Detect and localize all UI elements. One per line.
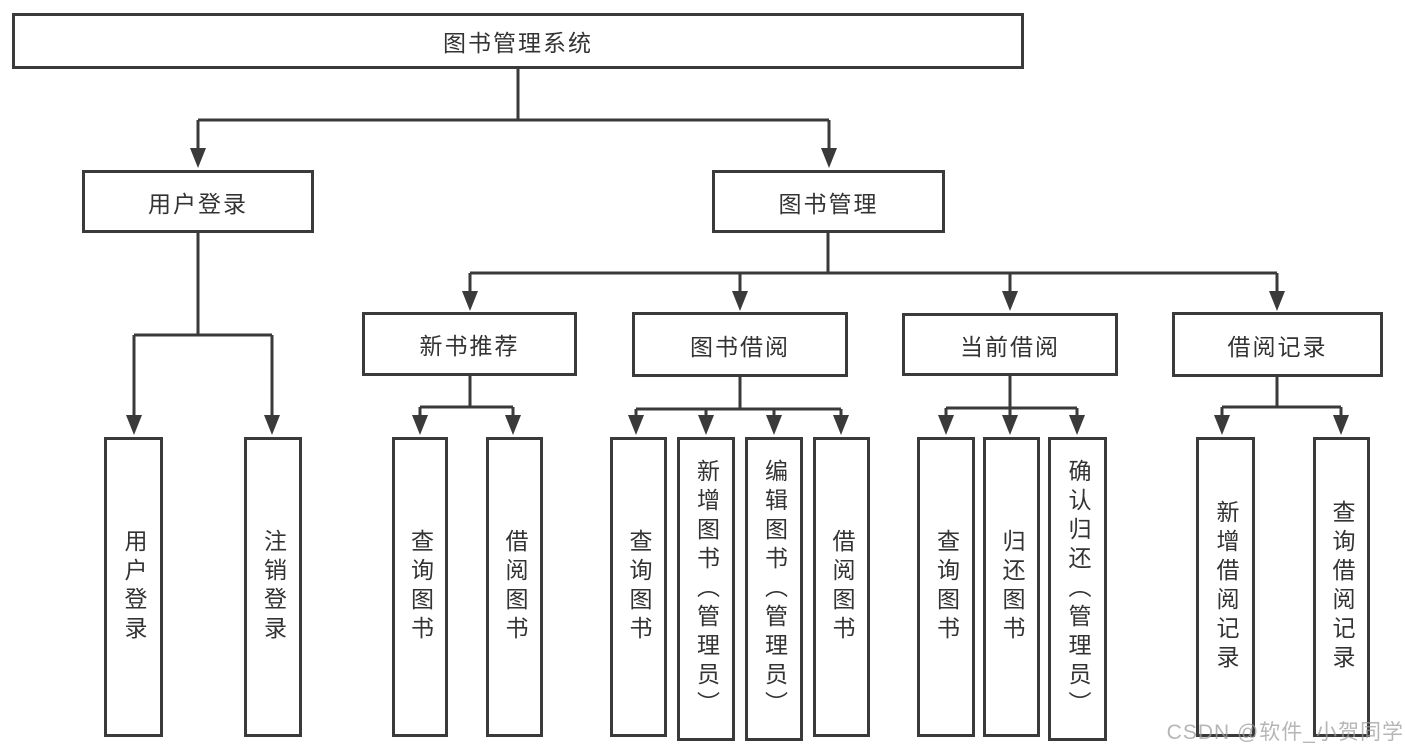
- arrow-down-icon: [1002, 415, 1018, 435]
- connector-user-login-to-leaves: [132, 233, 274, 417]
- arrow-down-icon: [1269, 291, 1285, 311]
- connector-book-borrow-to-leaves: [634, 377, 843, 417]
- arrow-down-icon: [126, 415, 142, 435]
- arrow-down-icon: [412, 415, 428, 435]
- connector-borrow-record-to-leaves: [1220, 377, 1343, 417]
- leaf-user-login: 用户登录: [104, 437, 163, 737]
- leaf-bb-edit-books-admin: 编辑图书（管理员）: [745, 437, 803, 741]
- arrow-down-icon: [1069, 415, 1085, 435]
- node-book-borrow: 图书借阅: [632, 312, 848, 377]
- leaf-rec-borrow-books: 借阅图书: [486, 437, 543, 737]
- node-user-login: 用户登录: [82, 170, 314, 233]
- csdn-watermark: CSDN @软件_小贺同学: [1166, 721, 1404, 744]
- leaf-bb-borrow-books: 借阅图书: [813, 437, 870, 737]
- leaf-cb-return-books: 归还图书: [983, 437, 1040, 737]
- node-book-management: 图书管理: [712, 170, 945, 233]
- node-borrow-records: 借阅记录: [1172, 312, 1383, 377]
- leaf-logout: 注销登录: [244, 437, 302, 737]
- leaf-cb-query-books: 查询图书: [917, 437, 975, 737]
- arrow-down-icon: [732, 291, 748, 311]
- arrow-down-icon: [1214, 415, 1230, 435]
- leaf-br-add-record: 新增借阅记录: [1196, 437, 1255, 737]
- node-current-borrow: 当前借阅: [902, 313, 1118, 376]
- arrow-down-icon: [698, 415, 714, 435]
- leaf-br-query-record: 查询借阅记录: [1313, 437, 1370, 737]
- node-new-book-recommend: 新书推荐: [362, 312, 577, 376]
- connector-new-book-rec-to-leaves: [418, 376, 515, 417]
- leaf-cb-confirm-return-admin: 确认归还（管理员）: [1048, 437, 1107, 741]
- arrowheads: [126, 148, 1349, 435]
- arrow-down-icon: [628, 415, 644, 435]
- leaf-bb-query-books: 查询图书: [610, 437, 667, 737]
- connector-book-mgmt-to-level3: [468, 233, 1279, 293]
- arrow-down-icon: [190, 148, 206, 168]
- arrow-down-icon: [1002, 291, 1018, 311]
- arrow-down-icon: [1333, 415, 1349, 435]
- arrow-down-icon: [821, 148, 837, 168]
- arrow-down-icon: [938, 415, 954, 435]
- leaf-bb-add-books-admin: 新增图书（管理员）: [677, 437, 735, 741]
- arrow-down-icon: [833, 415, 849, 435]
- connector-root-to-level2: [196, 69, 831, 150]
- connector-current-borrow-to-leaves: [944, 376, 1079, 417]
- leaf-rec-query-books: 查询图书: [392, 437, 448, 737]
- arrow-down-icon: [505, 415, 521, 435]
- node-root-library-system: 图书管理系统: [12, 13, 1024, 69]
- arrow-down-icon: [264, 415, 280, 435]
- arrow-down-icon: [766, 415, 782, 435]
- arrow-down-icon: [462, 291, 478, 311]
